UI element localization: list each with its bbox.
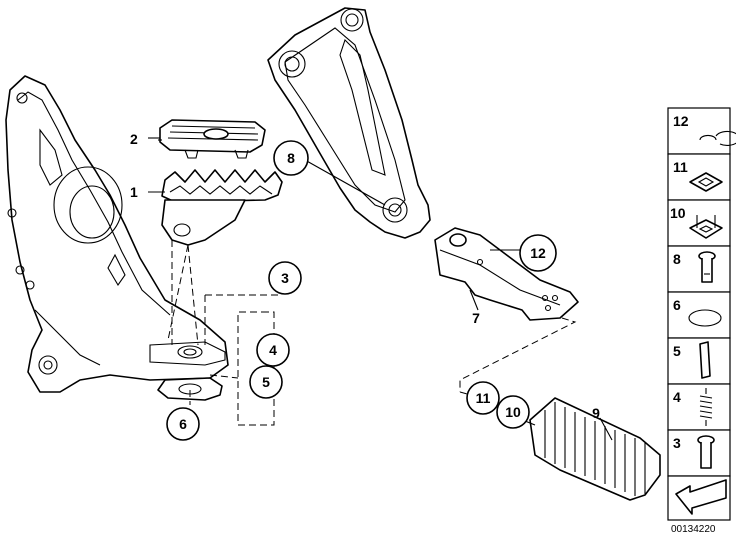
svg-text:12: 12 <box>673 113 689 129</box>
parts-legend: 12 11 10 8 6 <box>667 107 736 521</box>
reference-code: 00134220 <box>671 524 716 535</box>
callout-12: 12 <box>519 234 557 272</box>
callout-2: 2 <box>130 131 138 147</box>
svg-text:5: 5 <box>673 343 681 359</box>
svg-text:4: 4 <box>269 342 277 358</box>
upper-bracket <box>267 7 431 239</box>
svg-text:6: 6 <box>673 297 681 313</box>
callout-11: 11 <box>466 381 500 415</box>
legend-row-6: 6 <box>667 291 731 339</box>
footpeg-part-1 <box>161 169 283 246</box>
callout-3: 3 <box>268 261 302 295</box>
callout-10: 10 <box>496 395 530 429</box>
callout-4: 4 <box>256 333 290 367</box>
svg-text:4: 4 <box>673 389 681 405</box>
svg-text:7: 7 <box>472 310 480 326</box>
callout-9: 9 <box>592 405 600 421</box>
svg-text:3: 3 <box>673 435 681 451</box>
callout-5: 5 <box>249 365 283 399</box>
callout-1: 1 <box>130 184 138 200</box>
svg-text:8: 8 <box>673 251 681 267</box>
peg-arm-part-7 <box>434 227 579 321</box>
legend-row-3: 3 <box>667 429 731 477</box>
rubber-pad-part-2 <box>159 119 266 159</box>
callout-6: 6 <box>166 407 200 441</box>
svg-text:11: 11 <box>673 159 688 175</box>
callout-8: 8 <box>273 140 309 176</box>
svg-text:12: 12 <box>530 245 546 261</box>
svg-text:10: 10 <box>670 205 686 221</box>
legend-row-5: 5 <box>667 337 731 385</box>
legend-row-4: 4 <box>667 383 731 431</box>
svg-text:8: 8 <box>287 150 295 166</box>
svg-text:11: 11 <box>476 390 491 406</box>
callout-7: 7 <box>472 310 480 326</box>
svg-text:5: 5 <box>262 374 270 390</box>
svg-text:1: 1 <box>130 184 138 200</box>
svg-text:6: 6 <box>179 416 187 432</box>
legend-row-10: 10 <box>667 199 731 247</box>
legend-row-12: 12 <box>667 107 736 155</box>
legend-row-8: 8 <box>667 245 731 293</box>
svg-text:10: 10 <box>505 404 521 420</box>
legend-row-11: 11 <box>667 153 731 201</box>
foot-rubber-part-9 <box>529 397 661 501</box>
svg-text:3: 3 <box>281 270 289 286</box>
svg-text:2: 2 <box>130 131 138 147</box>
orientation-arrow-icon <box>667 475 731 521</box>
svg-text:9: 9 <box>592 405 600 421</box>
